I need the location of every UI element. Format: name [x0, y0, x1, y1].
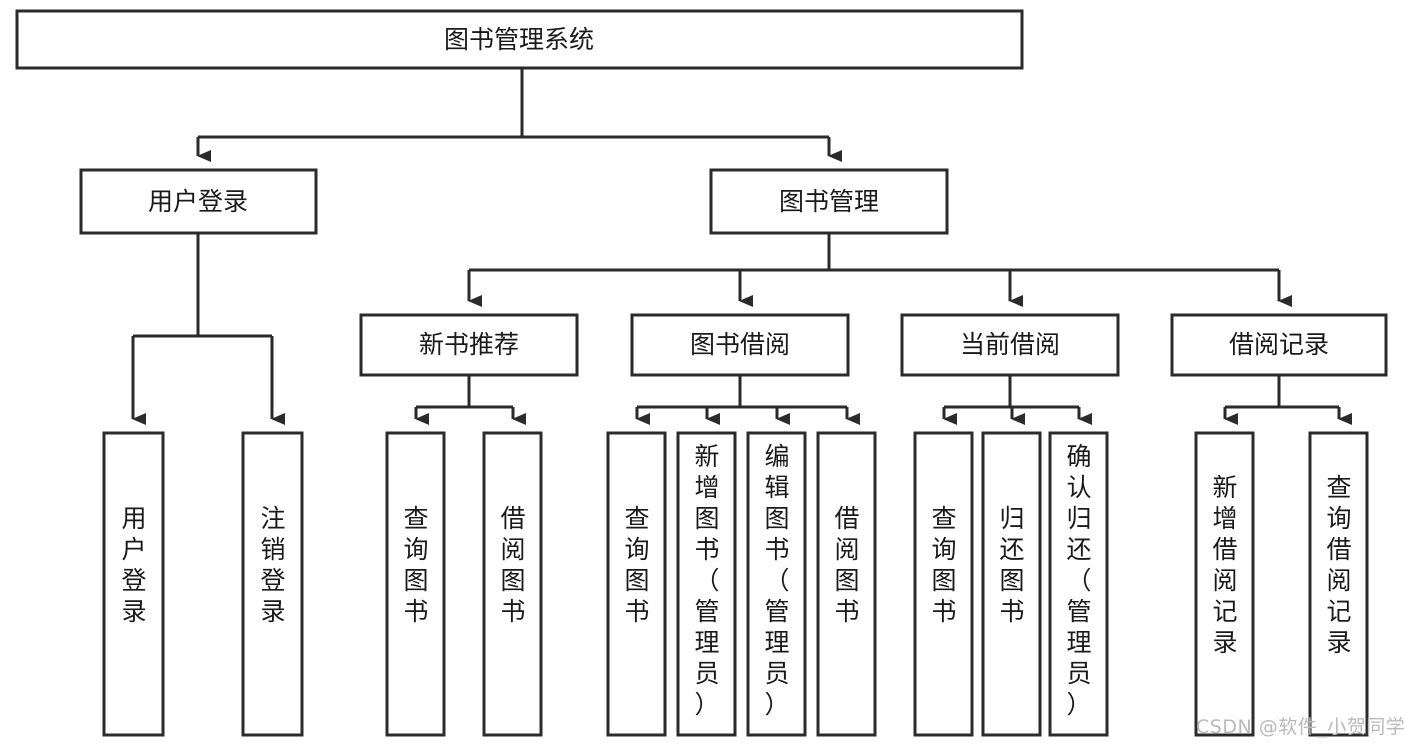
node-leaf-add-borrow-record[interactable]: 新增借阅记录 — [1194, 431, 1255, 737]
node-leaf-confirm-return-admin-label: 确认归还（管理员） — [1066, 442, 1091, 719]
node-book-management-label: 图书管理 — [779, 187, 879, 216]
node-book-management[interactable]: 图书管理 — [709, 168, 949, 235]
node-user-login-box[interactable] — [79, 168, 318, 235]
node-leaf-add-borrow-record-label: 新增借阅记录 — [1212, 473, 1237, 657]
leaf-nodes-group: 用户登录 注销登录 查询图书 借阅图书 查询图书 新增图书（管理员） — [102, 431, 1369, 737]
node-user-login-label: 用户登录 — [148, 187, 248, 216]
node-leaf-return-book[interactable]: 归还图书 — [981, 431, 1042, 737]
node-leaf-add-book-admin-box[interactable] — [676, 431, 737, 737]
node-book-borrow-box[interactable] — [630, 313, 850, 377]
node-leaf-query-borrow-record[interactable]: 查询借阅记录 — [1308, 431, 1369, 737]
node-leaf-borrow-book-recommend-label: 借阅图书 — [500, 504, 525, 626]
node-leaf-user-logout-box[interactable] — [241, 431, 304, 737]
node-leaf-query-book-recommend-box[interactable] — [385, 431, 446, 737]
node-leaf-borrow-book[interactable]: 借阅图书 — [816, 431, 877, 737]
node-current-borrow-label: 当前借阅 — [960, 330, 1060, 359]
node-book-management-box[interactable] — [709, 168, 949, 235]
node-root[interactable]: 图书管理系统 — [15, 9, 1024, 70]
node-new-book-recommend[interactable]: 新书推荐 — [359, 313, 579, 377]
node-leaf-user-logout[interactable]: 注销登录 — [241, 431, 304, 737]
node-borrow-record[interactable]: 借阅记录 — [1170, 313, 1388, 377]
node-leaf-query-book-current-box[interactable] — [913, 431, 974, 737]
node-leaf-add-borrow-record-box[interactable] — [1194, 431, 1255, 737]
node-leaf-user-login-box[interactable] — [102, 431, 165, 737]
connectors-group — [131, 68, 1352, 425]
node-leaf-query-book-recommend[interactable]: 查询图书 — [385, 431, 446, 737]
node-leaf-edit-book-admin-box[interactable] — [746, 431, 807, 737]
node-leaf-edit-book-admin[interactable]: 编辑图书（管理员） — [746, 431, 807, 737]
node-user-login[interactable]: 用户登录 — [79, 168, 318, 235]
node-leaf-user-logout-label: 注销登录 — [260, 504, 285, 626]
node-new-book-recommend-label: 新书推荐 — [419, 330, 519, 359]
node-leaf-add-book-admin-label: 新增图书（管理员） — [694, 442, 719, 719]
node-book-borrow[interactable]: 图书借阅 — [630, 313, 850, 377]
csdn-watermark: CSDN @软件_小贺同学 — [1196, 716, 1405, 738]
node-leaf-borrow-book-box[interactable] — [816, 431, 877, 737]
node-leaf-borrow-book-recommend[interactable]: 借阅图书 — [482, 431, 543, 737]
node-leaf-query-book-current[interactable]: 查询图书 — [913, 431, 974, 737]
node-leaf-confirm-return-admin[interactable]: 确认归还（管理员） — [1048, 431, 1109, 737]
node-leaf-return-book-box[interactable] — [981, 431, 1042, 737]
node-leaf-query-book-current-label: 查询图书 — [931, 504, 956, 626]
node-leaf-query-book-borrow-label: 查询图书 — [624, 504, 649, 626]
node-leaf-query-book-borrow-box[interactable] — [606, 431, 667, 737]
node-new-book-recommend-box[interactable] — [359, 313, 579, 377]
node-borrow-record-box[interactable] — [1170, 313, 1388, 377]
node-current-borrow-box[interactable] — [900, 313, 1120, 377]
node-leaf-edit-book-admin-label: 编辑图书（管理员） — [764, 442, 789, 719]
node-leaf-user-login-label: 用户登录 — [121, 504, 146, 626]
node-leaf-user-login[interactable]: 用户登录 — [102, 431, 165, 737]
node-leaf-borrow-book-label: 借阅图书 — [834, 504, 859, 626]
node-current-borrow[interactable]: 当前借阅 — [900, 313, 1120, 377]
node-leaf-confirm-return-admin-box[interactable] — [1048, 431, 1109, 737]
node-leaf-query-book-borrow[interactable]: 查询图书 — [606, 431, 667, 737]
node-book-borrow-label: 图书借阅 — [690, 330, 790, 359]
node-borrow-record-label: 借阅记录 — [1229, 330, 1329, 359]
node-leaf-borrow-book-recommend-box[interactable] — [482, 431, 543, 737]
node-leaf-query-book-recommend-label: 查询图书 — [403, 504, 428, 626]
node-leaf-query-borrow-record-box[interactable] — [1308, 431, 1369, 737]
node-root-label: 图书管理系统 — [444, 25, 594, 54]
node-leaf-query-borrow-record-label: 查询借阅记录 — [1326, 473, 1351, 657]
node-leaf-return-book-label: 归还图书 — [999, 504, 1024, 626]
node-root-box[interactable] — [15, 9, 1024, 70]
node-leaf-add-book-admin[interactable]: 新增图书（管理员） — [676, 431, 737, 737]
